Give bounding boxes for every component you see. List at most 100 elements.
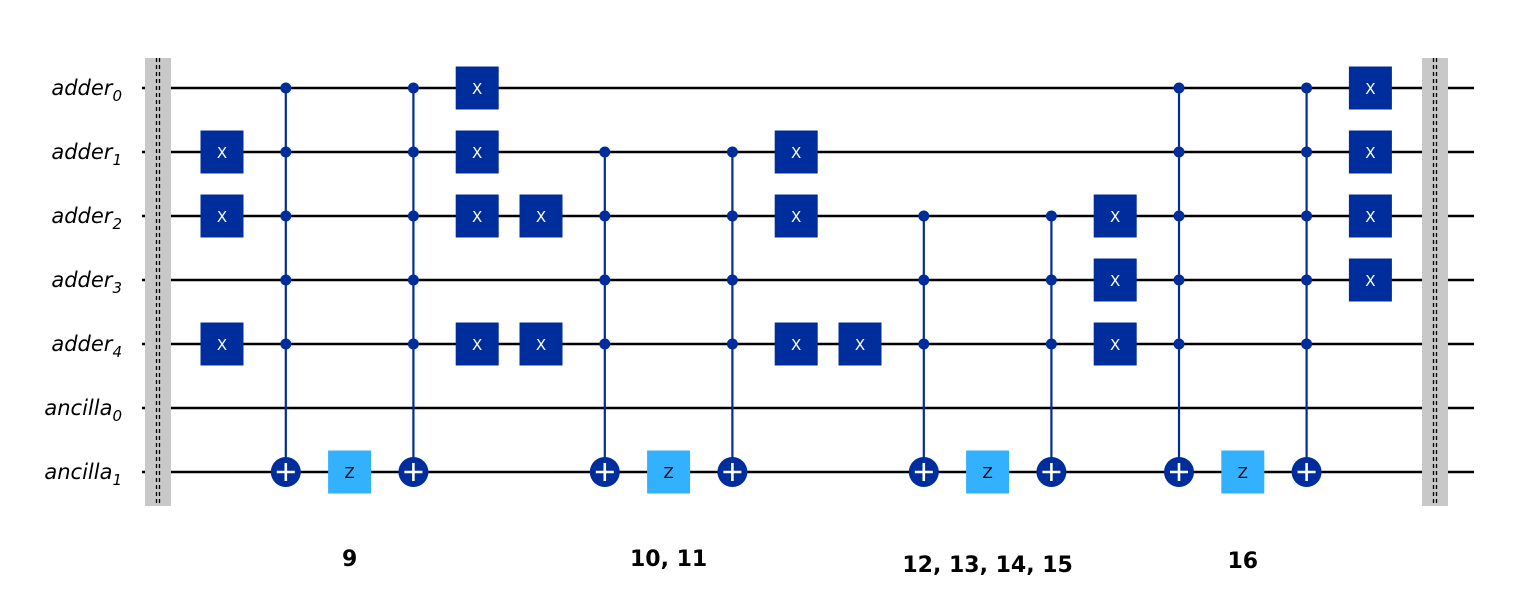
x-gate: X bbox=[519, 194, 563, 238]
target-plus bbox=[1164, 457, 1194, 487]
control-dot bbox=[726, 210, 738, 222]
gate-label: X bbox=[472, 208, 482, 226]
gate-label: X bbox=[472, 336, 482, 354]
qubit-label: adder1 bbox=[51, 140, 122, 169]
x-gate: X bbox=[838, 322, 882, 366]
step-label: 16 bbox=[1227, 549, 1258, 574]
x-gate: X bbox=[1348, 258, 1392, 302]
control-dot bbox=[918, 338, 930, 350]
step-label: 10, 11 bbox=[630, 547, 707, 572]
mcx-gate bbox=[717, 146, 748, 487]
qubit-label: adder4 bbox=[51, 332, 122, 361]
gate-label: X bbox=[472, 144, 482, 162]
gate-label: X bbox=[855, 336, 865, 354]
gate-label: X bbox=[217, 144, 227, 162]
control-dot bbox=[599, 210, 611, 222]
z-gate: Z bbox=[1221, 450, 1265, 494]
gate-label: X bbox=[791, 336, 801, 354]
mcx-gate bbox=[270, 82, 301, 487]
x-gate: X bbox=[774, 130, 818, 174]
x-gate: X bbox=[200, 130, 244, 174]
control-dot bbox=[1301, 146, 1313, 158]
z-gate: Z bbox=[328, 450, 372, 494]
control-dot bbox=[1173, 274, 1185, 286]
control-dot bbox=[1045, 338, 1057, 350]
barriers bbox=[145, 58, 1448, 506]
control-dot bbox=[726, 146, 738, 158]
control-dot bbox=[407, 274, 419, 286]
control-dot bbox=[726, 338, 738, 350]
gate-label: X bbox=[1365, 272, 1375, 290]
target-plus bbox=[589, 457, 620, 487]
control-dot bbox=[1173, 82, 1185, 94]
control-dot bbox=[1173, 338, 1185, 350]
control-dot bbox=[1173, 210, 1185, 222]
x-gate: X bbox=[200, 194, 244, 238]
control-dot bbox=[280, 82, 292, 94]
mcx-gate bbox=[1291, 82, 1322, 487]
target-plus bbox=[908, 457, 939, 487]
qubit-label: adder2 bbox=[51, 204, 122, 233]
gate-label: X bbox=[217, 336, 227, 354]
mcx-gate bbox=[1164, 82, 1194, 487]
x-gate: X bbox=[455, 130, 499, 174]
gate-label: X bbox=[1365, 80, 1375, 98]
gate-label: Z bbox=[663, 464, 673, 482]
gate-label: X bbox=[1365, 208, 1375, 226]
x-gate: X bbox=[1093, 258, 1137, 302]
gate-label: X bbox=[1110, 272, 1120, 290]
control-dot bbox=[1301, 210, 1313, 222]
z-gate: Z bbox=[647, 450, 691, 494]
gate-label: X bbox=[472, 80, 482, 98]
control-dot bbox=[726, 274, 738, 286]
x-gate: X bbox=[519, 322, 563, 366]
barrier bbox=[1422, 58, 1448, 506]
control-dot bbox=[1173, 146, 1185, 158]
control-dot bbox=[1301, 338, 1313, 350]
control-dot bbox=[599, 338, 611, 350]
x-gate: X bbox=[774, 322, 818, 366]
qubit-label: ancilla1 bbox=[44, 460, 122, 489]
x-gate: X bbox=[1093, 194, 1137, 238]
x-gate: X bbox=[455, 322, 499, 366]
gate-label: X bbox=[536, 208, 546, 226]
control-dot bbox=[407, 82, 419, 94]
barrier bbox=[145, 58, 171, 506]
control-dot bbox=[1045, 210, 1057, 222]
control-dot bbox=[407, 338, 419, 350]
z-gate: Z bbox=[966, 450, 1010, 494]
control-dot bbox=[1045, 274, 1057, 286]
control-dot bbox=[918, 274, 930, 286]
mcx-gate bbox=[1036, 210, 1067, 487]
x-gate: X bbox=[1348, 66, 1392, 110]
gate-label: Z bbox=[982, 464, 992, 482]
x-gate: X bbox=[1348, 130, 1392, 174]
control-dot bbox=[918, 210, 930, 222]
x-gate: X bbox=[200, 322, 244, 366]
control-dot bbox=[407, 210, 419, 222]
qubit-label: ancilla0 bbox=[44, 396, 122, 425]
control-dot bbox=[280, 274, 292, 286]
control-dot bbox=[1301, 274, 1313, 286]
target-plus bbox=[398, 457, 429, 487]
gate-label: Z bbox=[1238, 464, 1248, 482]
target-plus bbox=[1036, 457, 1067, 487]
control-dot bbox=[407, 146, 419, 158]
target-plus bbox=[270, 457, 301, 487]
step-label: 12, 13, 14, 15 bbox=[902, 553, 1073, 578]
control-dot bbox=[280, 338, 292, 350]
x-gate: X bbox=[774, 194, 818, 238]
gate-label: X bbox=[791, 144, 801, 162]
control-dot bbox=[599, 274, 611, 286]
mcx-gate bbox=[589, 146, 620, 487]
control-dot bbox=[280, 210, 292, 222]
gate-label: X bbox=[536, 336, 546, 354]
gate-label: X bbox=[1365, 144, 1375, 162]
qubit-labels: adder0adder1adder2adder3adder4ancilla0an… bbox=[44, 76, 122, 489]
qubit-label: adder0 bbox=[51, 76, 122, 105]
x-gate: X bbox=[1348, 194, 1392, 238]
x-gate: X bbox=[455, 194, 499, 238]
